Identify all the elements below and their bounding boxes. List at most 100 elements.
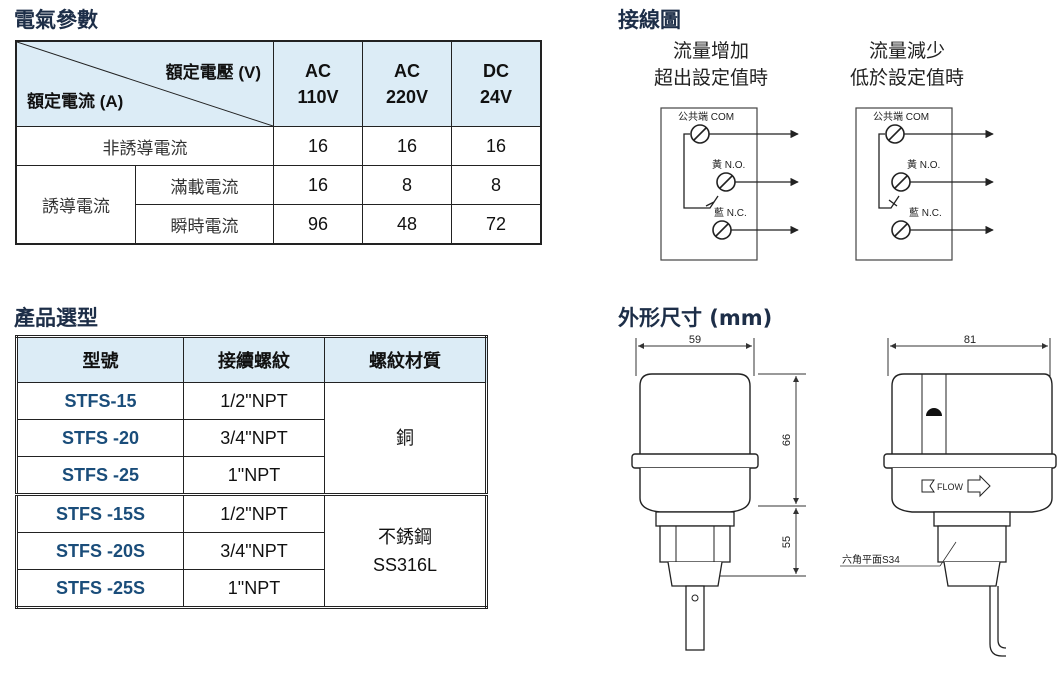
table-row: STFS -25S 1"NPT — [16, 569, 487, 608]
wiring-diagram-decrease: 公共端 COM 黃 N.O. 藍 N.C. — [855, 107, 994, 261]
housing-cover — [891, 373, 1053, 457]
indicator-dome — [926, 408, 942, 416]
flow-arrow-icon — [921, 479, 935, 493]
table-cell: 16 — [273, 165, 363, 205]
table-row: 非誘導電流 16 16 16 — [15, 126, 542, 166]
height-thread-value: 55 — [781, 536, 793, 548]
col-header-line2: 220V — [385, 87, 429, 107]
caption-line2: 低於設定值時 — [849, 67, 964, 89]
header-thread: 接續螺紋 — [183, 336, 325, 383]
housing-cover — [639, 373, 751, 457]
housing-flange — [883, 453, 1057, 469]
hex-nut — [659, 525, 731, 563]
material-stainless: 不銹鋼 SS316L — [324, 493, 487, 608]
table-cell: 72 — [451, 204, 542, 245]
wiring-diagram-increase: 公共端 COM 黃 N.O. 藍 N.C. — [660, 107, 799, 261]
electrical-parameters-table: 額定電壓 (V) 額定電流 (A) AC 110V AC 220V DC 24V… — [15, 40, 542, 245]
nc-label: 藍 N.C. — [909, 206, 942, 219]
housing-flange — [631, 453, 759, 469]
table-row: STFS-15 1/2"NPT 銅 — [16, 382, 487, 495]
model-cell: STFS -20S — [16, 532, 184, 570]
table-row: 瞬時電流 96 48 72 — [16, 204, 542, 245]
rated-current-header: 額定電流 (A) — [27, 92, 124, 111]
header-model: 型號 — [16, 336, 184, 383]
flow-arrow-icon — [967, 474, 991, 498]
switch-contact — [878, 133, 900, 209]
height-body-value: 66 — [781, 434, 793, 446]
col-header-line2: 110V — [297, 87, 339, 107]
thread-cell: 1"NPT — [183, 456, 325, 495]
diagonal-divider — [17, 42, 273, 126]
material-stainless-line2: SS316L — [372, 555, 438, 575]
thread-section — [943, 561, 1001, 587]
table-cell: 16 — [273, 126, 363, 166]
table-row: STFS -25 1"NPT — [16, 456, 487, 495]
thread-cell: 3/4"NPT — [183, 532, 325, 570]
wiring-section-title: 接線圖 — [618, 8, 681, 32]
terminal-box — [660, 107, 758, 261]
thread-cell: 1/2"NPT — [183, 382, 325, 420]
col-header-dc24: DC 24V — [451, 40, 542, 127]
dimensions-section-title: 外形尺寸 (mm) — [618, 306, 773, 330]
hex-label: 六角平面S34 — [842, 554, 900, 566]
col-header-line1: DC — [483, 61, 509, 81]
inrush-label: 瞬時電流 — [135, 204, 274, 245]
thread-cell: 1/2"NPT — [183, 493, 325, 533]
hex-nut — [937, 525, 1007, 563]
table-cell: 96 — [273, 204, 363, 245]
paddle-stem — [685, 585, 705, 651]
caption-line1: 流量減少 — [868, 40, 945, 62]
col-header-ac110: AC 110V — [273, 40, 363, 127]
table-cell: 8 — [451, 165, 542, 205]
housing-base — [639, 468, 751, 513]
non-inductive-label: 非誘導電流 — [15, 126, 274, 166]
no-label: 黃 N.O. — [712, 158, 745, 171]
front-view-drawing: 59 66 55 — [631, 334, 806, 651]
table-row: 誘導電流 滿載電流 16 8 8 — [15, 165, 542, 245]
housing-base — [891, 468, 1053, 513]
caption-line1: 流量增加 — [672, 40, 749, 62]
inductive-label: 誘導電流 — [15, 165, 136, 245]
col-header-ac220: AC 220V — [362, 40, 452, 127]
model-cell: STFS -20 — [16, 419, 184, 457]
caption-line2: 超出設定值時 — [653, 67, 768, 89]
table-row: STFS -15S 1/2"NPT 不銹鋼 SS316L — [16, 493, 487, 608]
col-header-line1: AC — [305, 61, 331, 81]
com-label: 公共端 COM — [678, 110, 734, 123]
table-cell: 48 — [362, 204, 452, 245]
thread-section — [667, 561, 723, 587]
switch-contact — [683, 133, 719, 209]
model-cell: STFS -25 — [16, 456, 184, 495]
material-stainless-line1: 不銹鋼 — [378, 527, 432, 547]
electrical-section-title: 電氣參數 — [14, 8, 98, 32]
side-view-drawing: 81 FLOW 六角平面S34 — [840, 334, 1057, 657]
col-header-line2: 24V — [479, 87, 513, 107]
diagonal-header-cell: 額定電壓 (V) 額定電流 (A) — [15, 40, 274, 127]
thread-cell: 1"NPT — [183, 569, 325, 608]
product-selection-table: 型號 接續螺紋 螺紋材質 STFS-15 1/2"NPT 銅 STFS -20 … — [15, 335, 488, 609]
material-brass: 銅 — [324, 382, 487, 495]
flow-label: FLOW — [937, 482, 964, 492]
product-section-title: 產品選型 — [14, 306, 98, 330]
no-label: 黃 N.O. — [907, 158, 940, 171]
full-load-label: 滿載電流 — [135, 165, 274, 205]
rated-voltage-header: 額定電壓 (V) — [165, 63, 261, 82]
nc-label: 藍 N.C. — [714, 206, 747, 219]
table-row: STFS -20 3/4"NPT — [16, 419, 487, 457]
terminal-box — [855, 107, 953, 261]
table-row: STFS -20S 3/4"NPT — [16, 532, 487, 570]
table-cell: 16 — [451, 126, 542, 166]
header-material: 螺紋材質 — [324, 336, 487, 383]
model-cell: STFS-15 — [16, 382, 184, 420]
table-cell: 8 — [362, 165, 452, 205]
com-label: 公共端 COM — [873, 110, 929, 123]
wiring-right-caption: 流量減少 低於設定值時 — [832, 38, 982, 92]
width-side-value: 81 — [964, 334, 976, 346]
wiring-left-caption: 流量增加 超出設定值時 — [636, 38, 786, 92]
table-cell: 16 — [362, 126, 452, 166]
hex-leader-line — [939, 541, 957, 567]
model-cell: STFS -25S — [16, 569, 184, 608]
width-front-value: 59 — [689, 334, 701, 346]
col-header-line1: AC — [394, 61, 420, 81]
model-cell: STFS -15S — [16, 493, 184, 533]
